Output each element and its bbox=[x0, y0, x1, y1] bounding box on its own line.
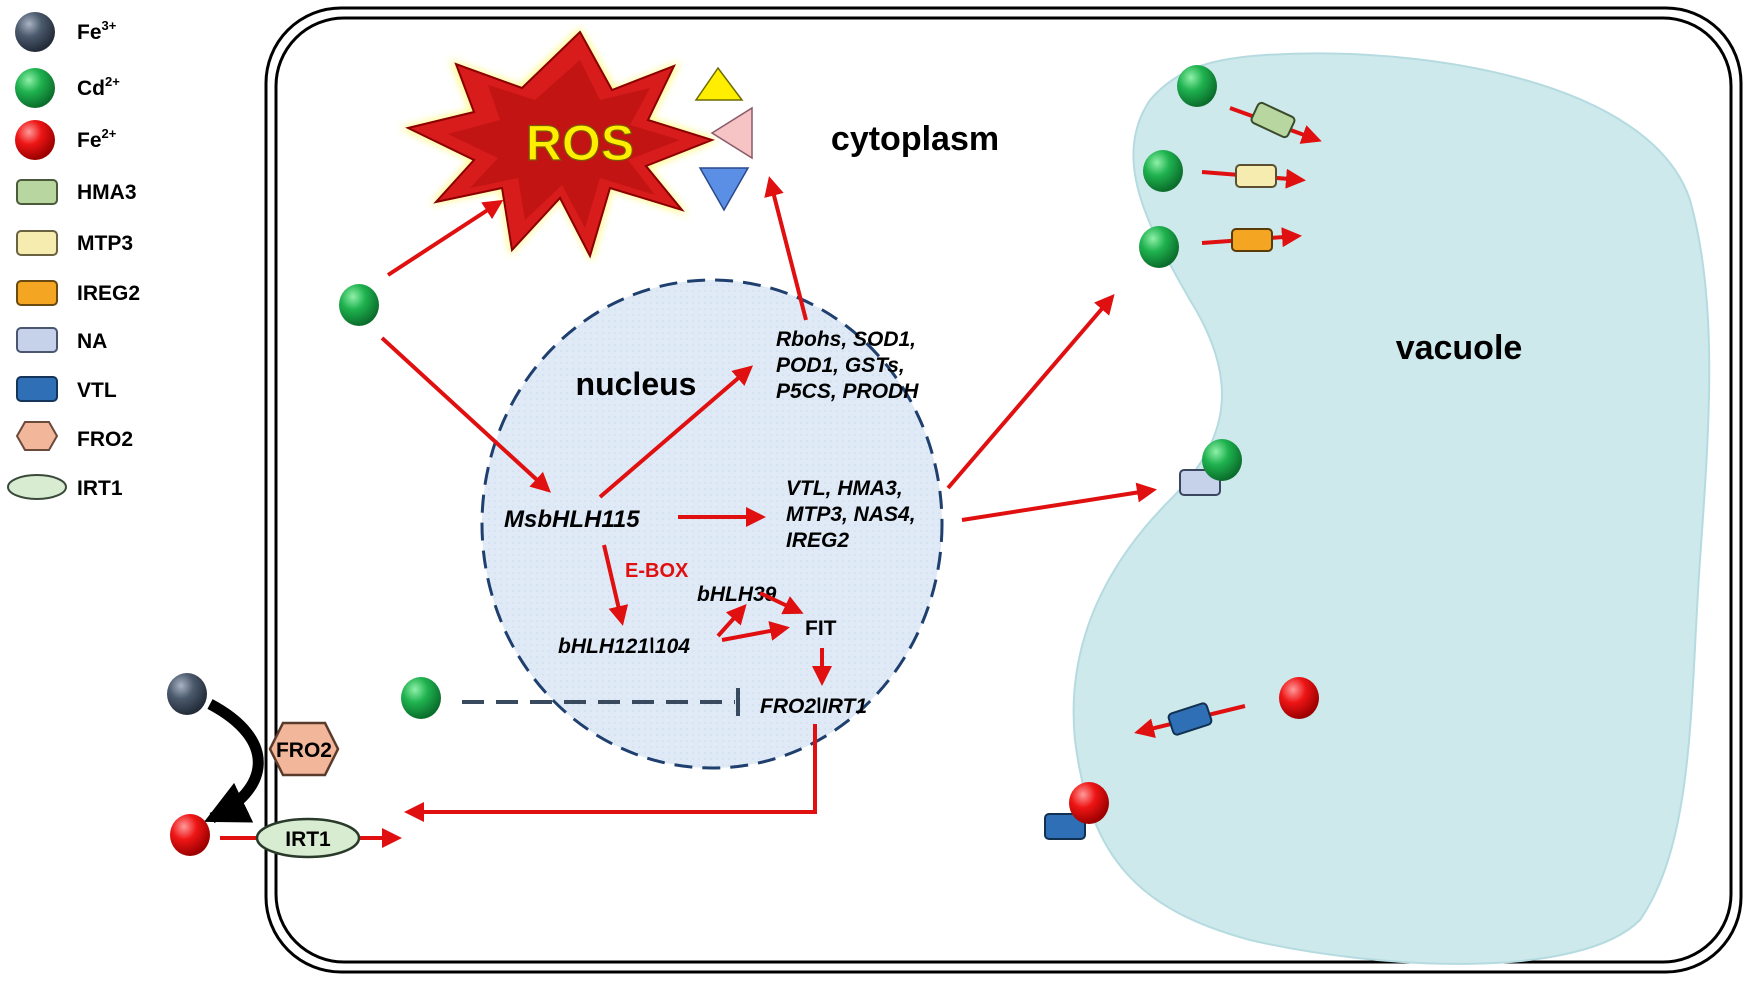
legend-label: Fe bbox=[77, 129, 102, 152]
fe2-ion-icon bbox=[170, 814, 210, 856]
legend-label: NA bbox=[77, 330, 107, 353]
arrow-msbhlh115-to-ros-genes bbox=[598, 365, 754, 499]
legend-item-fe2: Fe2+ bbox=[15, 120, 117, 160]
legend-label: Cd bbox=[77, 77, 105, 100]
ros-genes-line1: Rbohs, SOD1, bbox=[776, 328, 916, 351]
fe2-ion-icon bbox=[1279, 677, 1319, 719]
arrow-fro2-irt1-to-membrane bbox=[404, 724, 817, 822]
cd2-ion-icon bbox=[1139, 226, 1179, 268]
ros-triangle-pink bbox=[710, 106, 753, 160]
arrow-ros-genes-to-ros bbox=[764, 176, 808, 321]
legend-item-irt1: IRT1 bbox=[7, 474, 123, 500]
legend-item-hma3: HMA3 bbox=[16, 179, 137, 205]
irt1-label: IRT1 bbox=[285, 828, 331, 851]
vacuole bbox=[1072, 52, 1711, 965]
arrow-cd-to-ros bbox=[386, 199, 504, 277]
legend-label: IREG2 bbox=[77, 282, 140, 305]
nucleus-label: nucleus bbox=[576, 366, 697, 402]
transport-genes: VTL, HMA3, MTP3, NAS4, IREG2 bbox=[786, 477, 916, 552]
fro2-label: FRO2 bbox=[276, 739, 332, 762]
hma3-transporter-icon bbox=[1250, 101, 1296, 139]
legend-label: Fe bbox=[77, 21, 102, 44]
ireg2-transporter-icon bbox=[1231, 228, 1273, 252]
cytoplasm-label: cytoplasm bbox=[831, 120, 999, 158]
irt1-transporter-icon bbox=[255, 817, 361, 859]
cd2-ion-icon bbox=[1177, 65, 1217, 107]
ebox-label: E-BOX bbox=[625, 560, 689, 582]
legend-sup: 2+ bbox=[102, 126, 117, 141]
irt1-transporter: IRT1 bbox=[255, 817, 361, 859]
transport-genes-line1: VTL, HMA3, bbox=[786, 477, 903, 500]
ros-genes: Rbohs, SOD1, POD1, GSTs, P5CS, PRODH bbox=[776, 328, 919, 403]
mtp3-transporter-icon bbox=[1235, 164, 1277, 188]
transport-genes-line2: MTP3, NAS4, bbox=[786, 503, 916, 526]
ireg2-transporter-icon bbox=[16, 280, 58, 306]
vtl-transporter-icon bbox=[16, 376, 58, 402]
arrow-msbhlh115-to-bhlh121 bbox=[602, 544, 629, 626]
transport-genes-line3: IREG2 bbox=[786, 529, 849, 552]
arrow-transport-to-vacuole bbox=[946, 293, 1115, 490]
legend-label: IRT1 bbox=[77, 477, 123, 500]
fro2-enzyme: FRO2 bbox=[268, 721, 340, 777]
svg-text:Cd2+: Cd2+ bbox=[77, 74, 120, 100]
legend-sup: 3+ bbox=[102, 18, 117, 33]
legend-label: MTP3 bbox=[77, 232, 133, 255]
fe2-ion-icon bbox=[1069, 782, 1109, 824]
na-chelator-icon bbox=[16, 327, 58, 353]
cd2-ion-icon bbox=[15, 68, 55, 108]
legend-label: FRO2 bbox=[77, 428, 133, 451]
legend-item-mtp3: MTP3 bbox=[16, 230, 133, 256]
arrow-cd-to-msbhlh115 bbox=[380, 336, 551, 493]
ros-genes-line3: P5CS, PRODH bbox=[776, 380, 919, 403]
ros-genes-line2: POD1, GSTs, bbox=[776, 354, 905, 377]
arrow-bhlh121-to-bhlh39 bbox=[716, 604, 747, 638]
fit-label: FIT bbox=[805, 617, 837, 640]
ros-label: ROS bbox=[526, 115, 634, 171]
msbhlh115-label: MsbHLH115 bbox=[504, 506, 640, 533]
arrow-bhlh39-to-fit bbox=[759, 591, 804, 615]
svg-text:Fe2+: Fe2+ bbox=[77, 126, 117, 152]
mtp3-transporter-icon bbox=[16, 230, 58, 256]
svg-text:Fe3+: Fe3+ bbox=[77, 18, 117, 44]
fro2-irt1-label: FRO2ǀIRT1 bbox=[760, 695, 867, 718]
ros-triangle-blue bbox=[698, 167, 750, 212]
ros-triangle-yellow bbox=[694, 66, 744, 101]
fe2-ion-icon bbox=[15, 120, 55, 160]
vtl-transporter-icon bbox=[1044, 813, 1086, 840]
ros-burst: ROS bbox=[400, 28, 718, 262]
fro2-enzyme-icon bbox=[15, 421, 59, 451]
legend-sup: 2+ bbox=[105, 74, 120, 89]
cd2-ion-icon bbox=[401, 677, 441, 719]
legend-item-fe3: Fe3+ bbox=[15, 12, 117, 52]
cd2-ion-icon bbox=[1202, 439, 1242, 481]
hma3-transporter-icon bbox=[16, 179, 58, 205]
irt1-transporter-icon bbox=[7, 474, 67, 500]
bhlh121-104-label: bHLH121ǀ104 bbox=[558, 635, 690, 658]
legend-label: HMA3 bbox=[77, 181, 137, 204]
legend-item-cd2: Cd2+ bbox=[15, 68, 120, 108]
legend-item-fro2: FRO2 bbox=[15, 421, 133, 451]
legend-item-na: NA bbox=[16, 327, 107, 353]
fro2-enzyme-icon bbox=[268, 721, 340, 777]
reduction-arrow bbox=[204, 699, 264, 823]
cd2-ion-icon bbox=[339, 284, 379, 326]
vacuole-label: vacuole bbox=[1396, 329, 1523, 367]
cell-wall bbox=[264, 6, 1743, 974]
fe3-ion-icon bbox=[15, 12, 55, 52]
legend-item-vtl: VTL bbox=[16, 376, 117, 402]
nucleus bbox=[480, 278, 944, 770]
legend-label: VTL bbox=[77, 379, 117, 402]
cd2-ion-icon bbox=[1143, 150, 1183, 192]
legend: Fe3+ Cd2+ Fe2+ HMA3 MTP3 IREG2 bbox=[7, 12, 140, 500]
arrow-bhlh121-to-fit bbox=[721, 621, 790, 642]
fe3-ion-icon bbox=[167, 673, 207, 715]
legend-item-ireg2: IREG2 bbox=[16, 280, 140, 306]
vtl-transporter-icon bbox=[1167, 702, 1213, 736]
bhlh39-label: bHLH39 bbox=[697, 583, 777, 606]
arrow-transport-to-na bbox=[961, 482, 1157, 522]
